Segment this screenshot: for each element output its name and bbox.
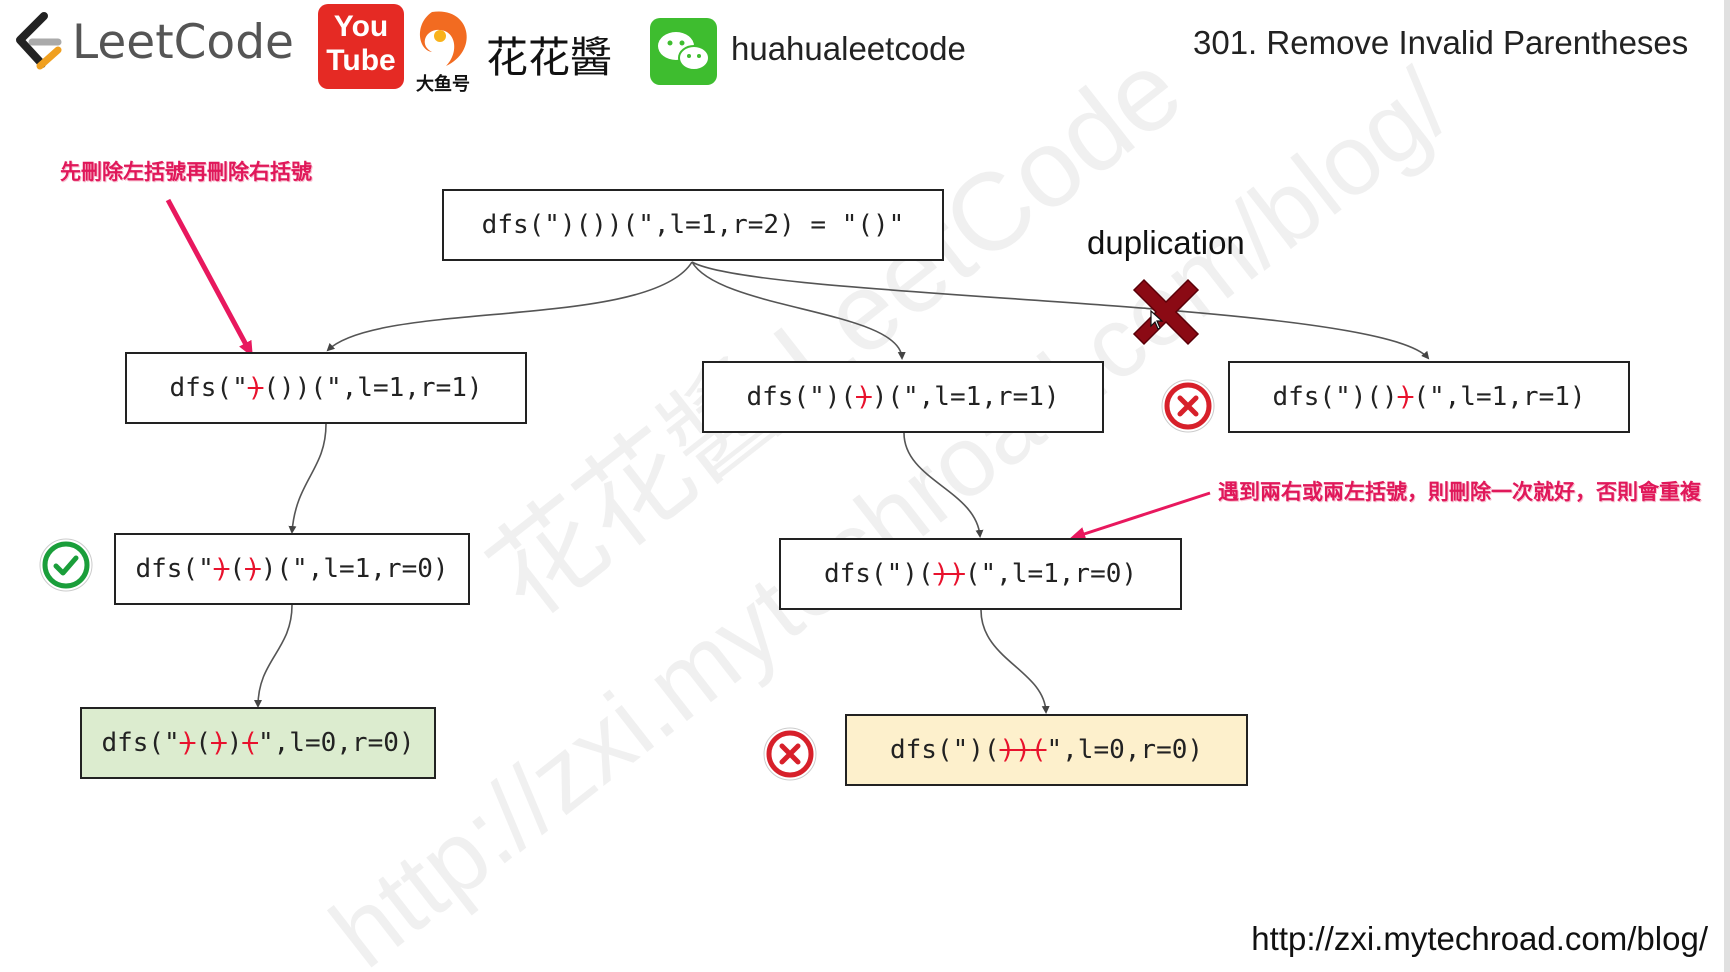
node-mid1: dfs(")())(",l=1,r=1) bbox=[702, 361, 1104, 433]
problem-title: 301. Remove Invalid Parentheses bbox=[1193, 24, 1689, 61]
node-right1: dfs(")())(",l=1,r=1) bbox=[1228, 361, 1630, 433]
node-text: )(",l=1,r=1) bbox=[871, 382, 1060, 412]
edge-root-mid1 bbox=[691, 261, 906, 360]
deleted-char: )) bbox=[933, 559, 965, 589]
deleted-char: )) bbox=[999, 735, 1031, 765]
node-text: ())(",l=1,r=1) bbox=[263, 373, 483, 403]
deleted-char: ) bbox=[213, 554, 230, 584]
node-left1: dfs(")())(",l=1,r=1) bbox=[125, 352, 527, 424]
deleted-char: ( bbox=[242, 728, 258, 758]
leetcode-label: LeetCode bbox=[72, 14, 294, 70]
pink-arrow-left bbox=[165, 198, 253, 358]
node-text: ",l=0,r=0) bbox=[258, 728, 415, 758]
footer-url: http://zxi.mytechroad.com/blog/ bbox=[1251, 920, 1708, 957]
pink-arrow-right bbox=[1069, 491, 1211, 541]
node-text: (",l=1,r=1) bbox=[1413, 382, 1586, 412]
deleted-char: ) bbox=[1397, 382, 1414, 412]
wechat-name: huahualeetcode bbox=[731, 30, 966, 67]
deleted-char: ) bbox=[247, 373, 264, 403]
youtube-you: You bbox=[333, 10, 389, 43]
check-circle-icon bbox=[39, 538, 93, 592]
x-circle-icon bbox=[763, 727, 817, 781]
dayuhao-label: 大鱼号 bbox=[416, 74, 470, 95]
node-text: dfs(")( bbox=[746, 382, 857, 412]
node-text: )(",l=1,r=0) bbox=[260, 554, 449, 584]
deleted-char: ) bbox=[856, 382, 872, 412]
duplication-label: duplication bbox=[1087, 224, 1245, 261]
node-text: dfs(" bbox=[169, 373, 248, 403]
deleted-char: ( bbox=[1030, 735, 1047, 765]
edge-mid1-mid2 bbox=[903, 432, 984, 538]
edge-root-right1 bbox=[691, 261, 1430, 360]
node-left3: dfs(")())(",l=0,r=0) bbox=[80, 707, 436, 779]
right-edge-strip bbox=[1724, 0, 1730, 972]
deleted-char: ) bbox=[211, 728, 227, 758]
edge-left2-left3 bbox=[254, 604, 293, 708]
youtube-logo: You Tube bbox=[318, 4, 404, 89]
leetcode-icon bbox=[16, 12, 62, 70]
node-root-text: dfs(")())(",l=1,r=2) = "()" bbox=[481, 210, 905, 240]
youtube-tube: Tube bbox=[326, 44, 396, 77]
node-text: dfs(")() bbox=[1272, 382, 1398, 412]
deleted-char: ) bbox=[179, 728, 196, 758]
mouse-cursor-icon bbox=[1150, 310, 1164, 330]
node-text: dfs(" bbox=[135, 554, 214, 584]
node-text: ",l=0,r=0) bbox=[1046, 735, 1204, 765]
annotation-right: 遇到兩右或兩左括號，則刪除一次就好，否則會重複 bbox=[1218, 479, 1701, 504]
deleted-char: ) bbox=[245, 554, 261, 584]
leetcode-logo: LeetCode bbox=[10, 10, 294, 74]
node-mid2: dfs(")())(",l=1,r=0) bbox=[779, 538, 1182, 610]
node-text: (",l=1,r=0) bbox=[964, 559, 1138, 589]
node-text: dfs(" bbox=[101, 728, 180, 758]
node-text: ( bbox=[195, 728, 212, 758]
brand-cn: 花花醬 bbox=[486, 33, 613, 82]
node-left2: dfs(")())(",l=1,r=0) bbox=[114, 533, 470, 605]
annotation-left: 先刪除左括號再刪除右括號 bbox=[60, 159, 312, 184]
edge-mid2-mid3 bbox=[980, 609, 1050, 714]
node-text: ( bbox=[229, 554, 246, 584]
x-circle-icon bbox=[1161, 379, 1215, 433]
node-mid3: dfs(")())(",l=0,r=0) bbox=[845, 714, 1248, 786]
node-text: ) bbox=[226, 728, 243, 758]
node-root: dfs(")())(",l=1,r=2) = "()" bbox=[442, 189, 944, 261]
node-text: dfs(")( bbox=[889, 735, 1000, 765]
edge-root-left1 bbox=[326, 261, 693, 352]
node-text: dfs(")( bbox=[823, 559, 934, 589]
edge-left1-left2 bbox=[288, 423, 327, 534]
big-x-icon bbox=[1132, 278, 1200, 346]
